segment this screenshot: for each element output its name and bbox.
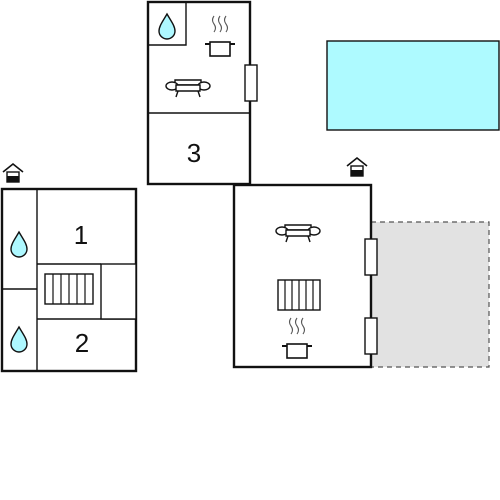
room-label-2: 2 — [75, 328, 89, 358]
staircase-icon — [44, 273, 94, 305]
pool — [326, 40, 500, 131]
door-icon — [364, 317, 378, 355]
staircase-icon — [277, 279, 321, 311]
building-left: 1 2 — [0, 187, 138, 373]
room-label-1: 1 — [74, 220, 88, 250]
terrace — [370, 221, 490, 368]
door-icon — [244, 64, 258, 102]
door-icon — [364, 238, 378, 276]
building-right — [232, 183, 378, 369]
room-label-3: 3 — [187, 138, 201, 168]
entrance-icon — [346, 157, 368, 177]
building-top: 3 — [146, 0, 258, 186]
entrance-icon — [2, 163, 24, 183]
